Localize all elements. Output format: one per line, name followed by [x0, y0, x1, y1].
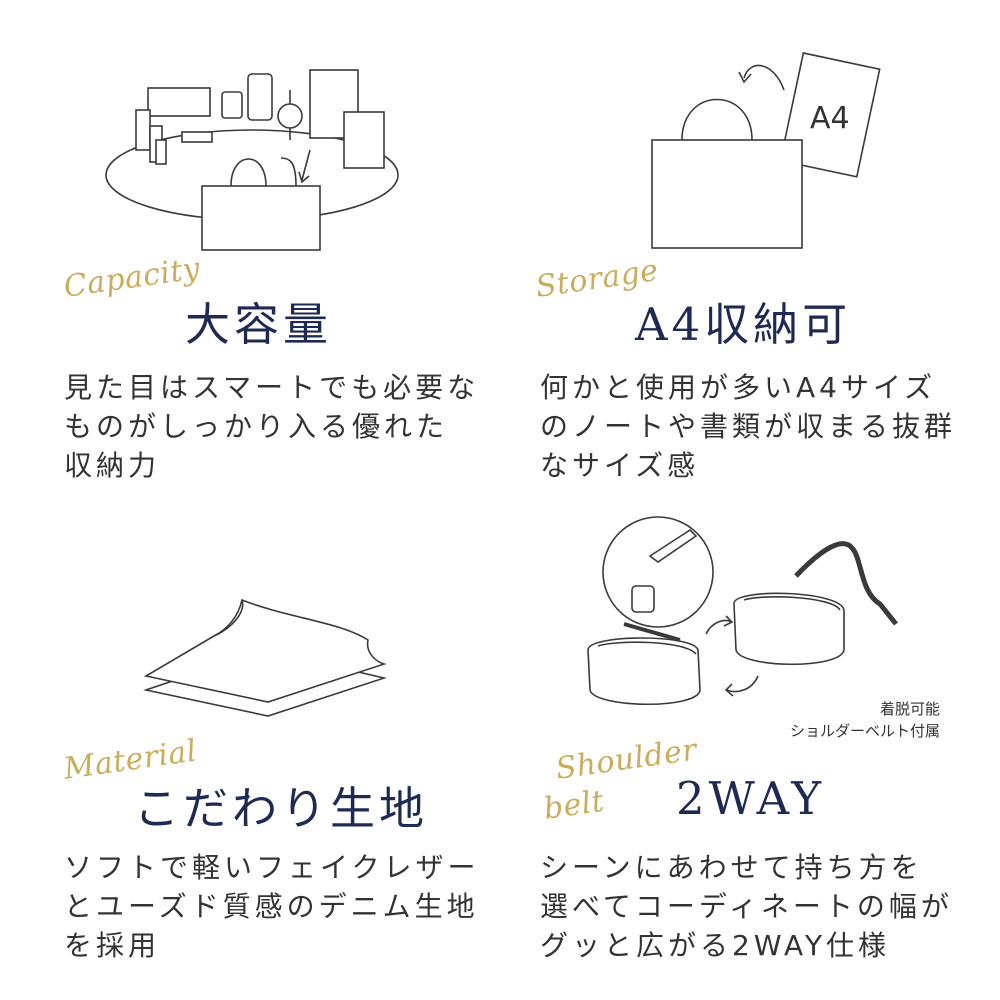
storage-description: 何かと使用が多いA4サイズ のノートや書類が収まる抜群 なサイズ感 [540, 368, 956, 485]
bag-with-items-icon [105, 69, 399, 251]
storage-line-3: なサイズ感 [540, 449, 700, 482]
material-line-2: とユーズド質感のデニム生地 [64, 890, 479, 923]
storage-heading: A4収納可 [635, 298, 852, 351]
note-line-2: ショルダーベルト付属 [789, 722, 940, 740]
a4-paper-label: A4 [810, 101, 850, 136]
storage-line-2: のノートや書類が収まる抜群 [540, 410, 957, 443]
shoulder-line-2: 選べてコーディネートの幅が [540, 890, 953, 923]
feature-material: Material こだわり生地 ソフトで軽いフェイクレザー とユーズド質感のデニ… [0, 500, 500, 1000]
shoulder-bag-icon [587, 516, 898, 706]
capacity-line-2: ものがしっかり入る優れた [64, 410, 449, 443]
shoulder-line-3: グッと広がる2WAY仕様 [540, 929, 891, 962]
note-line-1: 着脱可能 [879, 700, 940, 718]
feature-capacity: Capacity 大容量 見た目はスマートでも必要な ものがしっかり入る優れた … [0, 0, 500, 500]
material-heading: こだわり生地 [134, 782, 429, 835]
fabric-sheet-icon [142, 598, 387, 717]
shoulder-line-1: シーンにあわせて持ち方を [540, 851, 923, 884]
material-line-3: を採用 [64, 929, 161, 962]
shoulder-heading: 2WAY [676, 772, 826, 825]
capacity-description: 見た目はスマートでも必要な ものがしっかり入る優れた 収納力 [64, 368, 479, 485]
capacity-line-3: 収納力 [64, 449, 161, 482]
storage-line-1: 何かと使用が多いA4サイズ [540, 371, 937, 404]
material-description: ソフトで軽いフェイクレザー とユーズド質感のデニム生地 を採用 [64, 848, 479, 965]
shoulder-note: 着脱可能 ショルダーベルト付属 [790, 698, 940, 742]
feature-storage: A4 Storage A4収納可 何かと使用が多いA4サイズ のノートや書類が収… [500, 0, 1000, 500]
shoulder-script-line-2: belt [541, 783, 607, 827]
shoulder-description: シーンにあわせて持ち方を 選べてコーディネートの幅が グッと広がる2WAY仕様 [540, 848, 953, 965]
feature-shoulder-belt: 着脱可能 ショルダーベルト付属 Shoulder belt 2WAY シーンにあ… [500, 500, 1000, 1000]
capacity-line-1: 見た目はスマートでも必要な [64, 371, 480, 404]
bag-a4-icon: A4 [651, 52, 881, 249]
capacity-heading: 大容量 [185, 298, 333, 351]
material-line-1: ソフトで軽いフェイクレザー [64, 851, 480, 884]
